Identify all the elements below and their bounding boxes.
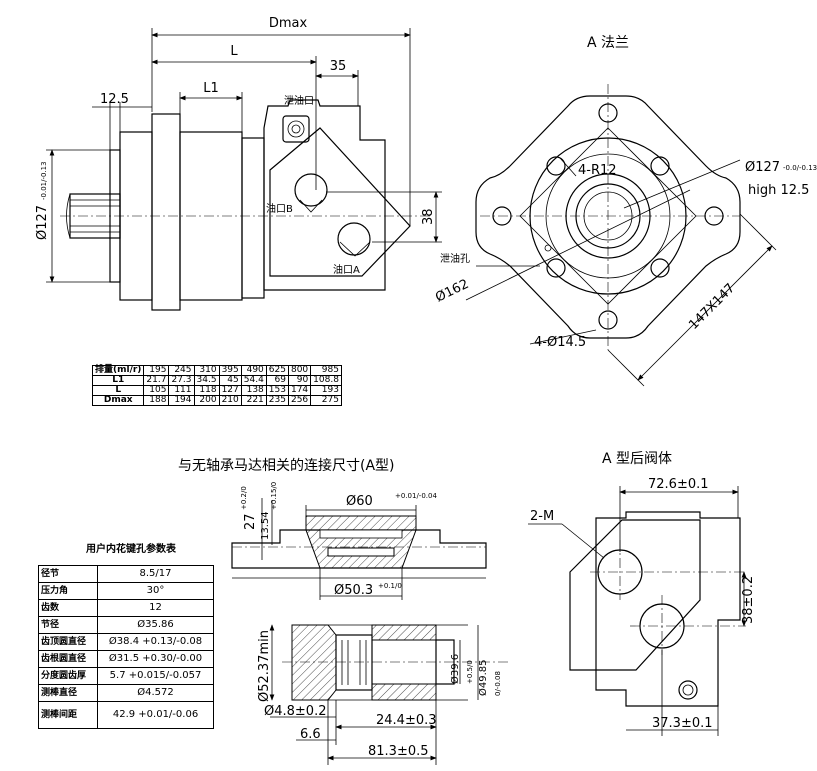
table-row: Dmax 188 194 200 210 221 235 256 275: [91, 395, 342, 406]
dim-phi39-6: Ø39.6: [449, 654, 461, 684]
flange-drain-hole: 泄油孔: [440, 252, 470, 265]
dim-27-tol: +0.2/0: [240, 486, 248, 510]
dim-13-54-tol: +0.15/0: [270, 482, 278, 510]
valve-2m: 2-M: [530, 509, 554, 524]
dim-l: L: [230, 44, 238, 59]
flange-title: A 法兰: [587, 35, 629, 51]
flange-phi127-tol: -0.0/-0.13: [783, 164, 817, 172]
dim-24-4: 24.4±0.3: [376, 713, 437, 728]
dim-l1: L1: [203, 81, 219, 96]
flange-view: A 法兰 4-R12 Ø127 -0.0/-0: [433, 35, 817, 387]
valve-dim-37-3: 37.3±0.1: [652, 716, 713, 731]
flange-phi127: Ø127: [745, 160, 780, 175]
dim-phi50-3: Ø50.3: [334, 583, 373, 598]
dim-dmax: Dmax: [269, 16, 308, 31]
dim-phi60: Ø60: [346, 494, 373, 509]
main-side-view: Dmax L 35 L1 12.5 Ø127 -0.01/-0.13 38 泄油…: [35, 16, 442, 311]
dim-phi4-8: Ø4.8±0.2: [264, 704, 326, 719]
label-port-a: 油口A: [333, 263, 360, 276]
dim-6-6: 6.6: [300, 727, 321, 742]
dim-81-3: 81.3±0.5: [368, 744, 429, 759]
flange-holes: 4-Ø14.5: [534, 335, 586, 350]
label-drain-port: 泄油口: [284, 94, 314, 107]
spline-table-title: 用户内花键孔参数表: [86, 544, 176, 555]
flange-high: high 12.5: [748, 183, 809, 198]
dim-phi39-6-tol: +0.5/0: [466, 660, 474, 684]
table-row: 排量(ml/r) 195 245 310 395 490 625 800 985: [91, 365, 342, 376]
dim-phi50-3-tol: +0.1/0: [378, 582, 402, 590]
flange-phi162: Ø162: [433, 277, 471, 306]
label-port-b: 油口B: [266, 202, 293, 215]
dim-38: 38: [421, 208, 436, 225]
table-row: L 105 111 118 127 138 153 174 193: [91, 385, 342, 396]
connection-spline-section: Ø52.37min Ø39.6 +0.5/0 Ø49.85 0/-0.08 Ø4…: [257, 624, 510, 765]
dim-phi127: Ø127: [35, 205, 50, 240]
dim-phi49-85-tol: 0/-0.08: [494, 671, 502, 696]
flange-square: 147X147: [686, 281, 738, 333]
dim-phi60-tol: +0.01/-0.04: [395, 492, 437, 500]
flange-r12: 4-R12: [578, 163, 617, 178]
dim-phi52-37: Ø52.37min: [257, 630, 272, 702]
displacement-table: 排量(ml/r) 195 245 310 395 490 625 800 985…: [91, 365, 342, 406]
dim-35: 35: [330, 59, 347, 74]
valve-dim-38: 38±0.2: [741, 576, 756, 624]
dim-phi127-tol: -0.01/-0.13: [40, 161, 48, 200]
table-row: L1 21.7 27.3 34.5 45 54.4 69 90 108.8: [91, 375, 342, 386]
dim-phi49-85: Ø49.85: [477, 660, 489, 697]
valve-dim-72-6: 72.6±0.1: [648, 477, 709, 492]
valve-title: A 型后阀体: [602, 451, 672, 467]
dim-13-54: 13.54: [260, 511, 271, 540]
connection-title: 与无轴承马达相关的连接尺寸(A型): [178, 457, 395, 474]
dim-27: 27: [243, 513, 258, 530]
valve-view: A 型后阀体 72.6±0.1 38±0.2 37.3±0.1 2-M: [528, 451, 756, 736]
dim-12-5: 12.5: [100, 92, 129, 107]
connection-top-section: Ø60 +0.01/-0.04 Ø50.3 +0.1/0 27 +0.2/0 1…: [231, 482, 487, 600]
